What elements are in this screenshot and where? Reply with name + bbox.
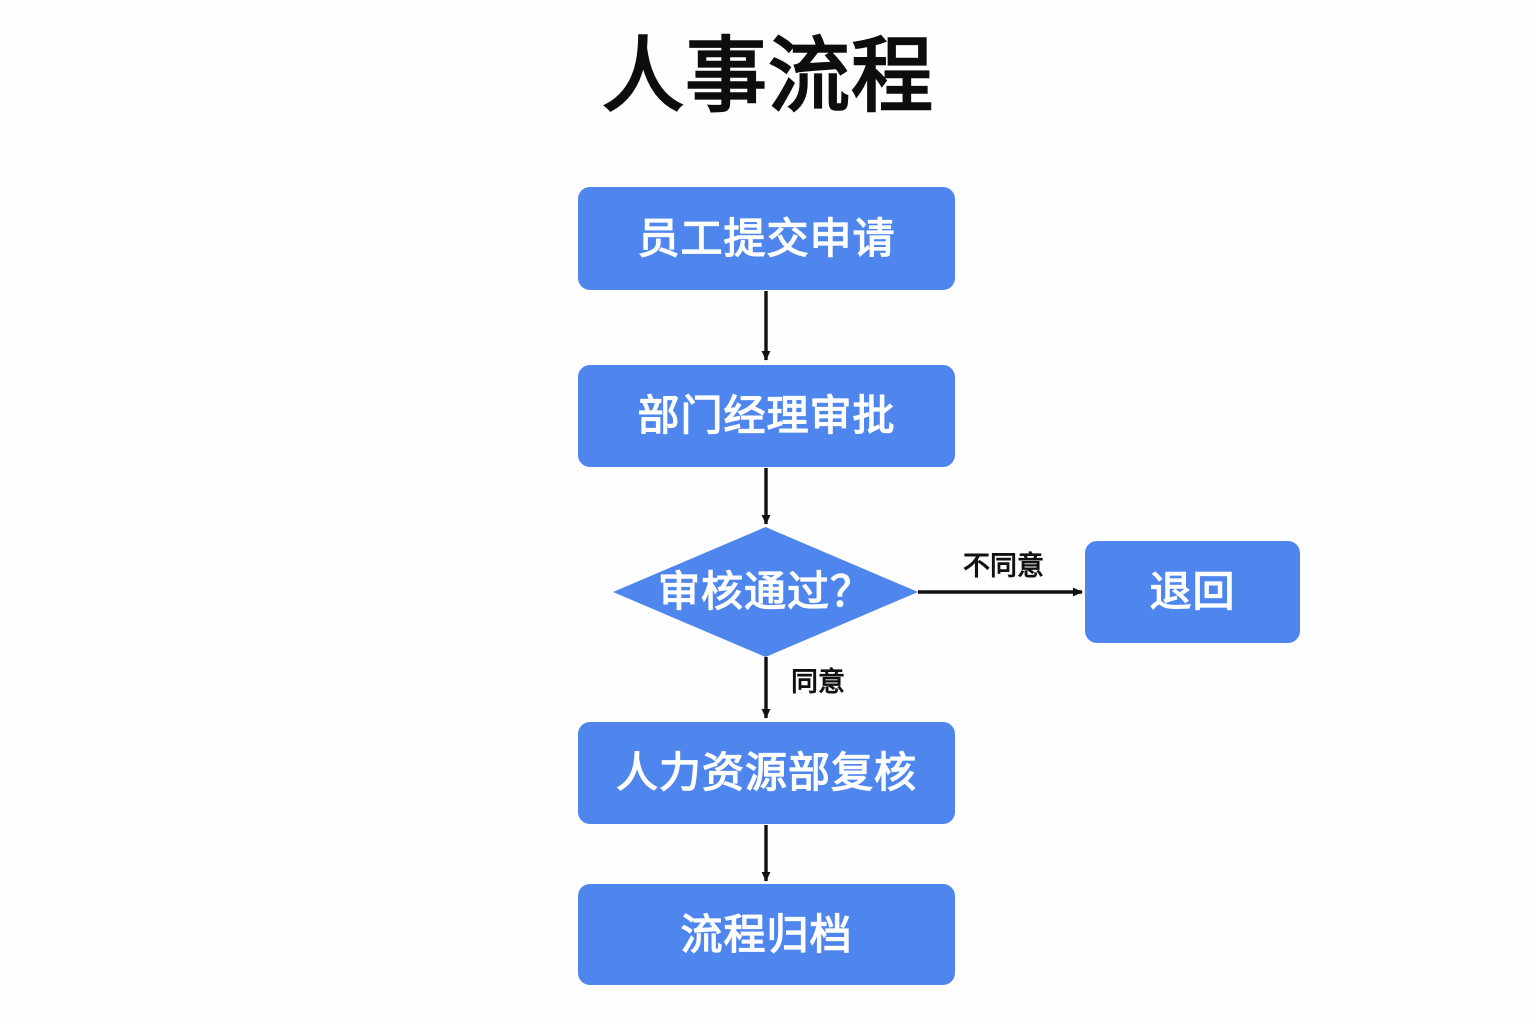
node-manager-approval-label: 部门经理审批	[637, 391, 896, 440]
node-return-label: 退回	[1149, 567, 1236, 616]
node-submit-application[interactable]: 员工提交申请	[578, 187, 955, 290]
node-hr-review-label: 人力资源部复核	[615, 748, 917, 797]
node-manager-approval[interactable]: 部门经理审批	[578, 365, 955, 467]
decision-diamond-shape[interactable]	[613, 527, 918, 657]
node-submit-application-label: 员工提交申请	[637, 213, 896, 263]
edge-label-agree: 同意	[791, 667, 845, 698]
node-review-decision[interactable]: 审核通过？	[613, 527, 918, 657]
node-process-archive[interactable]: 流程归档	[578, 884, 955, 985]
diagram-title: 人事流程	[601, 29, 934, 124]
node-hr-review[interactable]: 人力资源部复核	[578, 722, 955, 824]
node-return[interactable]: 退回	[1085, 541, 1300, 643]
node-review-decision-label: 审核通过？	[657, 567, 873, 616]
node-process-archive-label: 流程归档	[680, 909, 853, 959]
edge-label-disagree: 不同意	[963, 551, 1044, 582]
